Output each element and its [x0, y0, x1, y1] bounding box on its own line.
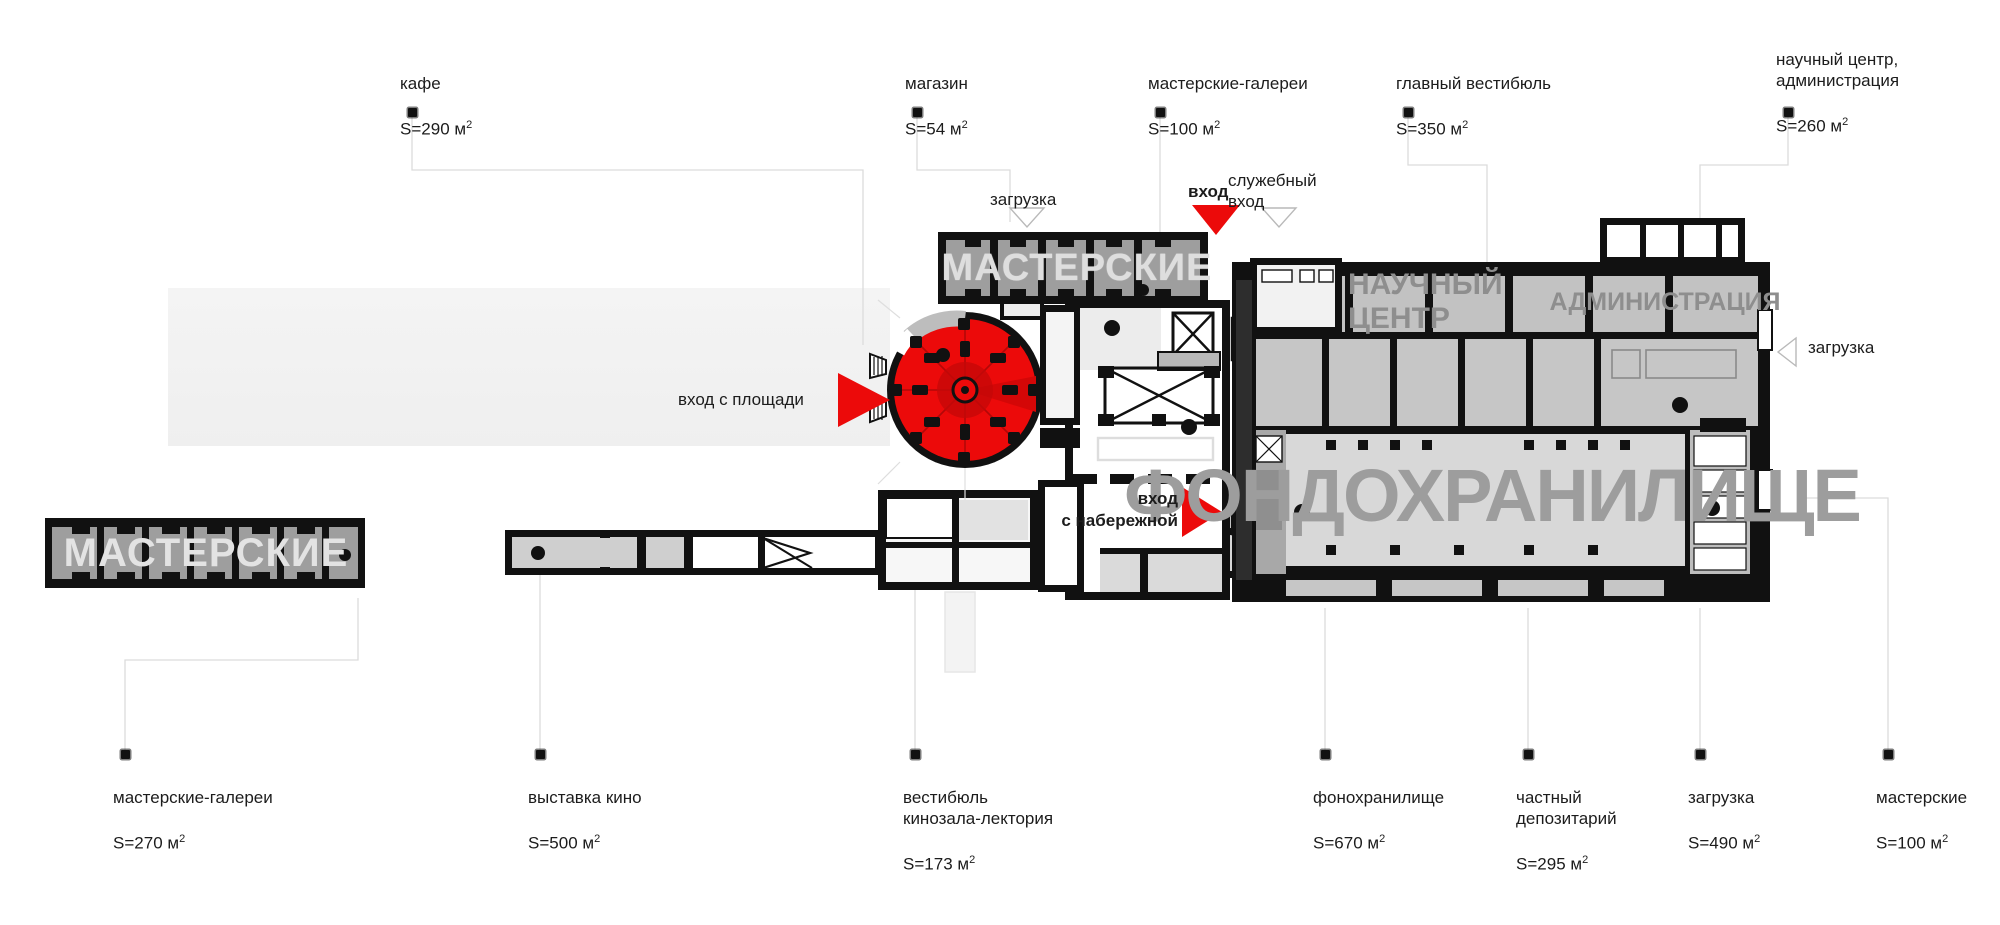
workshop-block-top	[938, 232, 1208, 304]
building-connector	[1232, 262, 1256, 602]
callout-vestibul-kinozala-name: вестибюль кинозала-лектория	[903, 788, 1054, 828]
callout-masterskie-bottom-area: S=100 м2	[1876, 833, 1949, 853]
callout-nauchny-centr-admin-area: S=260 м2	[1776, 116, 1849, 136]
label-vhod-service: вход	[1188, 182, 1229, 201]
callout-nauchny-centr-admin-name: научный центр, администрация	[1776, 50, 1900, 90]
plaza-area	[168, 288, 890, 446]
callout-chastny-depozitariy-area: S=295 м2	[1516, 854, 1589, 874]
arrow-loading-top	[1008, 207, 1046, 229]
callout-dot-nauchny-centr-admin	[1784, 108, 1793, 117]
callout-dot-masterskie-galerei-bottom	[121, 750, 130, 759]
rotunda-upper-connector	[1000, 300, 1044, 320]
label-vhod-s-ploshchadi: вход с площади	[678, 390, 804, 409]
callout-masterskie-galerei-top-name: мастерские-галереи	[1148, 74, 1308, 93]
callout-chastny-depozitariy-name: частный депозитарий	[1516, 788, 1617, 828]
rotunda-red-hall	[869, 299, 1043, 500]
callout-cafe-name: кафе	[400, 74, 441, 93]
arrow-service-entrance	[1260, 207, 1298, 229]
callout-dot-vestibul-kinozala	[911, 750, 920, 759]
callout-zagruzka-bottom: загрузка S=490 м2	[1688, 766, 1760, 875]
callout-magazin: магазин S=54 м2	[905, 52, 968, 161]
callout-vestibul-kinozala: вестибюль кинозала-лектория S=173 м2	[903, 766, 1053, 896]
callout-dot-vystavka-kino	[536, 750, 545, 759]
callout-dot-magazin	[913, 108, 922, 117]
callout-dot-chastny-depozitariy	[1524, 750, 1533, 759]
label-zagruzka-right: загрузка	[1808, 338, 1875, 357]
callout-fonohranilishche-area: S=670 м2	[1313, 833, 1386, 853]
research-center-building	[1250, 218, 1773, 602]
callout-zagruzka-bottom-area: S=490 м2	[1688, 833, 1761, 853]
arrow-entrance-embankment	[1182, 487, 1222, 537]
callout-masterskie-galerei-bottom-area: S=270 м2	[113, 833, 186, 853]
callout-vestibul-kinozala-area: S=173 м2	[903, 854, 976, 874]
callout-dot-masterskie-galerei-top	[1156, 108, 1165, 117]
callout-dot-fonohranilishche	[1321, 750, 1330, 759]
callout-cafe: кафе S=290 м2	[400, 52, 472, 161]
callout-dot-cafe	[408, 108, 417, 117]
callout-masterskie-bottom-name: мастерские	[1876, 788, 1968, 807]
callout-masterskie-galerei-bottom: мастерские-галереи S=270 м2	[113, 766, 273, 875]
callout-chastny-depozitariy: частный депозитарий S=295 м2	[1516, 766, 1617, 896]
callout-fonohranilishche: фонохранилище S=670 м2	[1313, 766, 1444, 875]
callout-dot-glavny-vestibul	[1404, 108, 1413, 117]
callout-cafe-area: S=290 м2	[400, 119, 473, 139]
arrow-entrance-service	[1192, 205, 1240, 235]
callout-vystavka-kino-name: выставка кино	[528, 788, 642, 807]
entrance-arrows	[838, 205, 1797, 537]
callout-masterskie-galerei-top-area: S=100 м2	[1148, 119, 1221, 139]
callout-zagruzka-bottom-name: загрузка	[1688, 788, 1755, 807]
callout-vystavka-kino: выставка кино S=500 м2	[528, 766, 642, 875]
callout-dot-zagruzka-bottom	[1696, 750, 1705, 759]
callout-masterskie-bottom: мастерские S=100 м2	[1876, 766, 1967, 875]
callout-glavny-vestibul-area: S=350 м2	[1396, 119, 1469, 139]
rotunda-annex	[1038, 305, 1084, 592]
label-zagruzka-top: загрузка	[990, 190, 1057, 209]
arrow-loading-right	[1776, 336, 1797, 368]
callout-vystavka-kino-area: S=500 м2	[528, 833, 601, 853]
callout-glavny-vestibul: главный вестибюль S=350 м2	[1396, 52, 1551, 161]
lecture-vestibule-block	[878, 490, 1038, 673]
workshop-bar-left	[45, 518, 365, 588]
callout-masterskie-galerei-top: мастерские-галереи S=100 м2	[1148, 52, 1308, 161]
callout-dot-masterskie-bottom	[1884, 750, 1893, 759]
label-vhod-s-naberezhnoy: вход с набережной	[1061, 489, 1178, 530]
callout-glavny-vestibul-name: главный вестибюль	[1396, 74, 1552, 93]
callout-fonohranilishche-name: фонохранилище	[1313, 788, 1445, 807]
callout-magazin-name: магазин	[905, 74, 968, 93]
label-sluzhebny-vhod: служебный вход	[1228, 171, 1317, 211]
callout-nauchny-centr-admin: научный центр, администрация S=260 м2	[1776, 28, 1899, 158]
callout-masterskie-galerei-bottom-name: мастерские-галереи	[113, 788, 273, 807]
arrow-entrance-square	[838, 373, 890, 427]
callout-magazin-area: S=54 м2	[905, 119, 968, 139]
central-core-block	[1065, 300, 1250, 600]
